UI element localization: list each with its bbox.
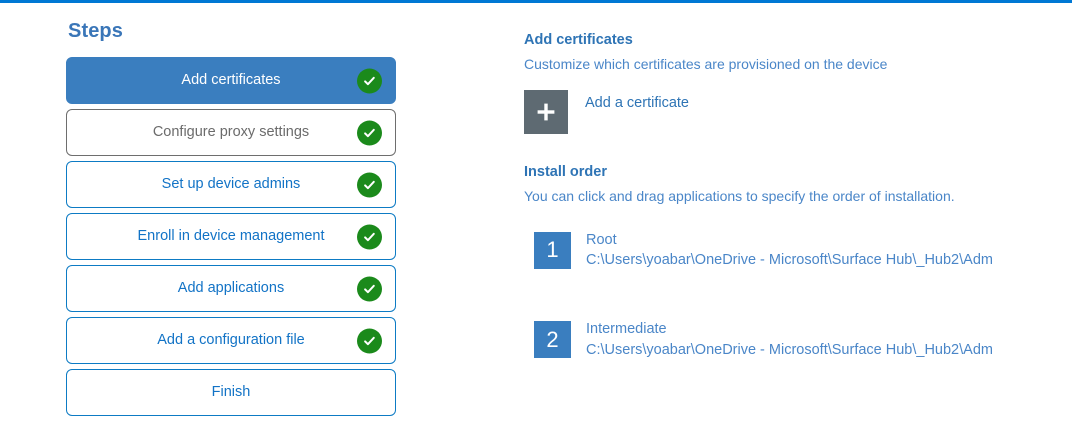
install-order-section: Install order You can click and drag app… — [524, 163, 1044, 360]
top-accent-bar — [0, 0, 1072, 3]
install-order-list: 1 Root C:\Users\yoabar\OneDrive - Micros… — [524, 230, 1044, 360]
step-item-finish[interactable]: Finish — [66, 369, 396, 416]
step-label: Add certificates — [181, 72, 281, 89]
step-item-enroll-in-device-management[interactable]: Enroll in device management — [66, 213, 396, 260]
check-icon — [357, 328, 382, 353]
check-icon — [357, 276, 382, 301]
certificate-path: C:\Users\yoabar\OneDrive - Microsoft\Sur… — [586, 252, 993, 269]
order-number-badge: 2 — [534, 321, 571, 359]
order-text: Root C:\Users\yoabar\OneDrive - Microsof… — [586, 230, 993, 271]
certificate-name: Intermediate — [586, 321, 667, 338]
check-icon — [357, 224, 382, 249]
step-list: Add certificates Configure proxy setting… — [66, 57, 406, 416]
check-icon — [357, 68, 382, 93]
detail-panel: Add certificates Customize which certifi… — [524, 31, 1044, 410]
step-item-add-certificates[interactable]: Add certificates — [66, 57, 396, 104]
order-number-badge: 1 — [534, 231, 571, 269]
step-label: Add applications — [177, 280, 285, 297]
install-order-title: Install order — [524, 164, 607, 181]
install-order-subtitle: You can click and drag applications to s… — [524, 188, 955, 205]
install-order-item[interactable]: 1 Root C:\Users\yoabar\OneDrive - Micros… — [524, 230, 1044, 271]
check-icon — [357, 120, 382, 145]
step-item-configure-proxy-settings[interactable]: Configure proxy settings — [66, 109, 396, 156]
order-text: Intermediate C:\Users\yoabar\OneDrive - … — [586, 319, 993, 360]
add-a-certificate-button[interactable]: Add a certificate — [524, 90, 724, 135]
check-icon — [357, 172, 382, 197]
step-item-add-a-configuration-file[interactable]: Add a configuration file — [66, 317, 396, 364]
detail-title: Add certificates — [524, 32, 633, 48]
detail-subtitle: Customize which certificates are provisi… — [524, 55, 888, 72]
plus-icon — [524, 90, 568, 135]
steps-panel: Steps Add certificates Configure proxy s… — [66, 20, 406, 421]
steps-heading: Steps — [68, 20, 123, 42]
add-a-certificate-label: Add a certificate — [585, 95, 689, 112]
provisioning-wizard-page: Steps Add certificates Configure proxy s… — [0, 3, 1072, 443]
step-label: Set up device admins — [161, 176, 301, 193]
step-label: Finish — [211, 384, 251, 401]
step-label: Add a configuration file — [157, 332, 305, 349]
install-order-item[interactable]: 2 Intermediate C:\Users\yoabar\OneDrive … — [524, 321, 1044, 360]
step-label: Configure proxy settings — [152, 124, 310, 141]
step-label: Enroll in device management — [137, 228, 325, 245]
certificate-path: C:\Users\yoabar\OneDrive - Microsoft\Sur… — [586, 341, 993, 358]
step-item-set-up-device-admins[interactable]: Set up device admins — [66, 161, 396, 208]
certificate-name: Root — [586, 231, 617, 248]
step-item-add-applications[interactable]: Add applications — [66, 265, 396, 312]
